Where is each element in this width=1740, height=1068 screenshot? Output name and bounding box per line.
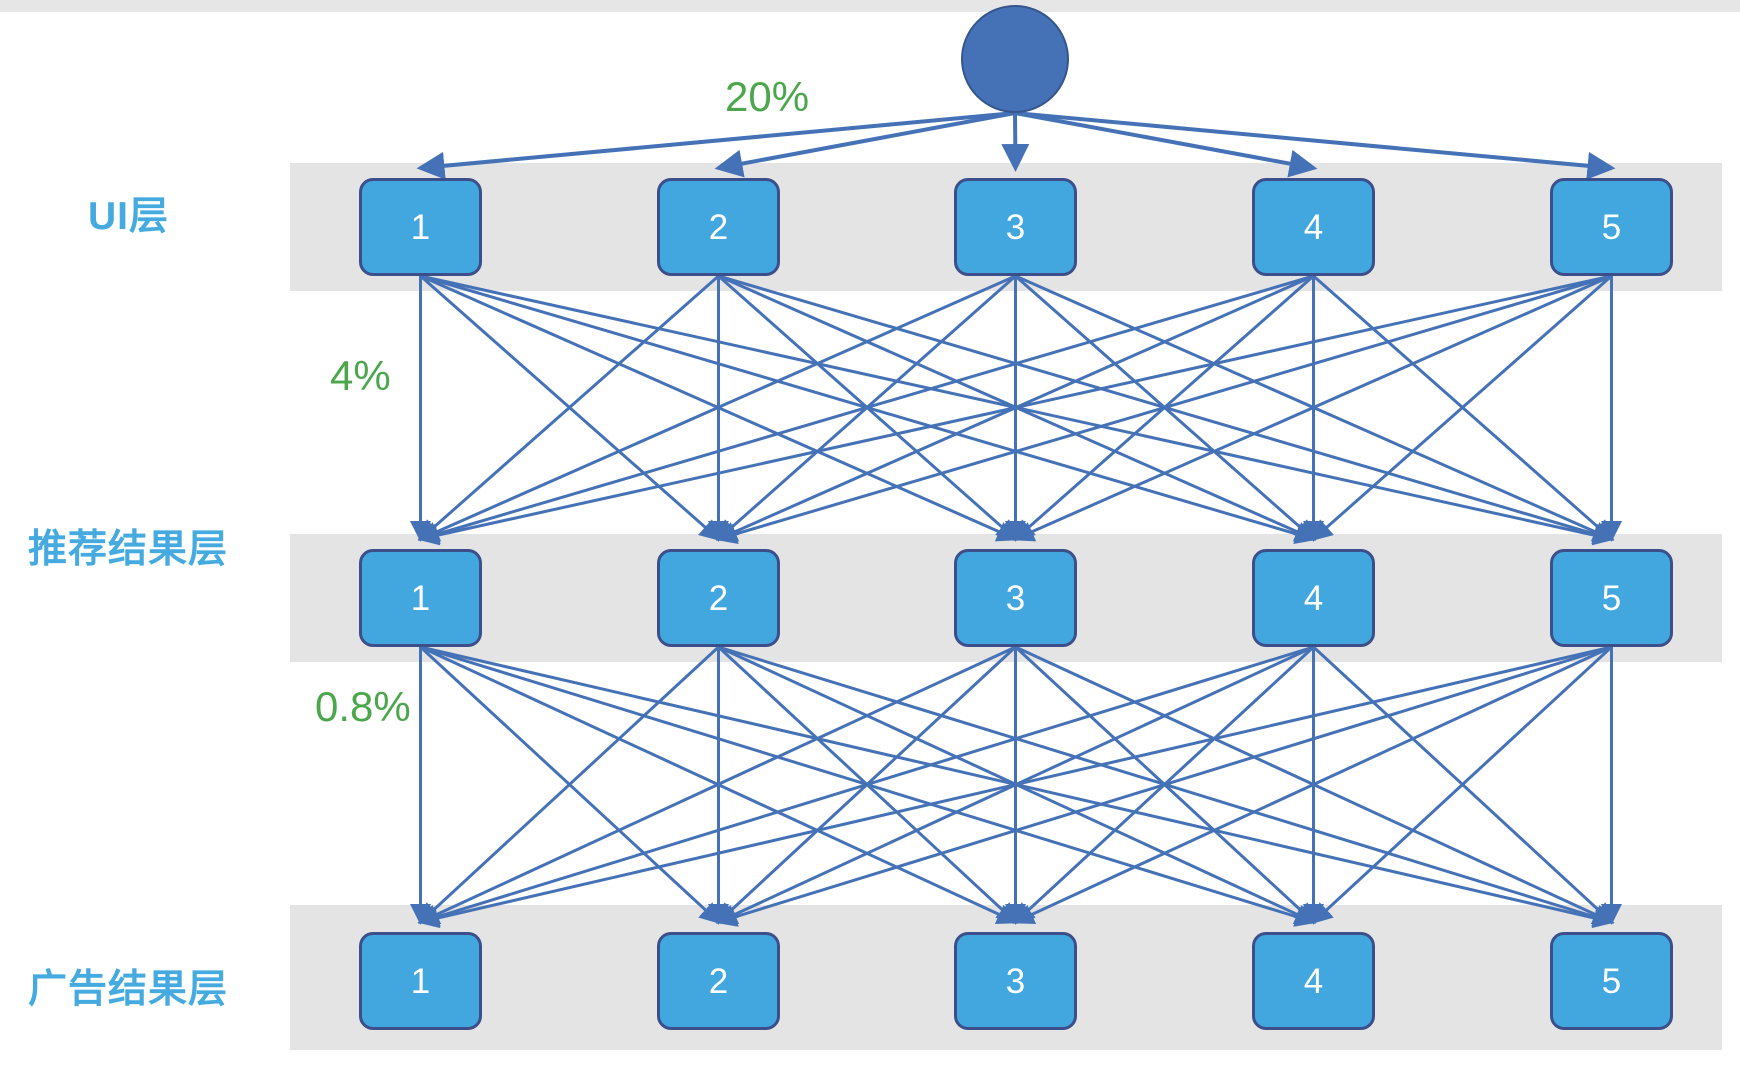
node-recommend-1[interactable]: 1 [359, 549, 482, 647]
rate-label-root-to-ui: 20% [725, 73, 810, 120]
node-recommend-4[interactable]: 4 [1252, 549, 1375, 647]
top-border-strip [0, 0, 1740, 12]
node-ui-4[interactable]: 4 [1252, 178, 1375, 276]
node-recommend-5[interactable]: 5 [1550, 549, 1673, 647]
node-ad-4[interactable]: 4 [1252, 932, 1375, 1030]
rate-label-recommend-to-ad: 0.8% [315, 683, 411, 730]
node-ui-5[interactable]: 5 [1550, 178, 1673, 276]
node-ad-3[interactable]: 3 [954, 932, 1077, 1030]
node-ad-2[interactable]: 2 [657, 932, 780, 1030]
root-node[interactable] [961, 5, 1069, 113]
node-ui-1[interactable]: 1 [359, 178, 482, 276]
node-recommend-3[interactable]: 3 [954, 549, 1077, 647]
node-ui-2[interactable]: 2 [657, 178, 780, 276]
node-recommend-2[interactable]: 2 [657, 549, 780, 647]
layer-label-ad: 广告结果层 [28, 968, 229, 1011]
node-ad-1[interactable]: 1 [359, 932, 482, 1030]
rate-label-ui-to-recommend: 4% [330, 352, 391, 399]
node-ui-3[interactable]: 3 [954, 178, 1077, 276]
layer-label-ui: UI层 [88, 195, 170, 238]
layer-label-recommend: 推荐结果层 [28, 528, 229, 571]
node-ad-5[interactable]: 5 [1550, 932, 1673, 1030]
